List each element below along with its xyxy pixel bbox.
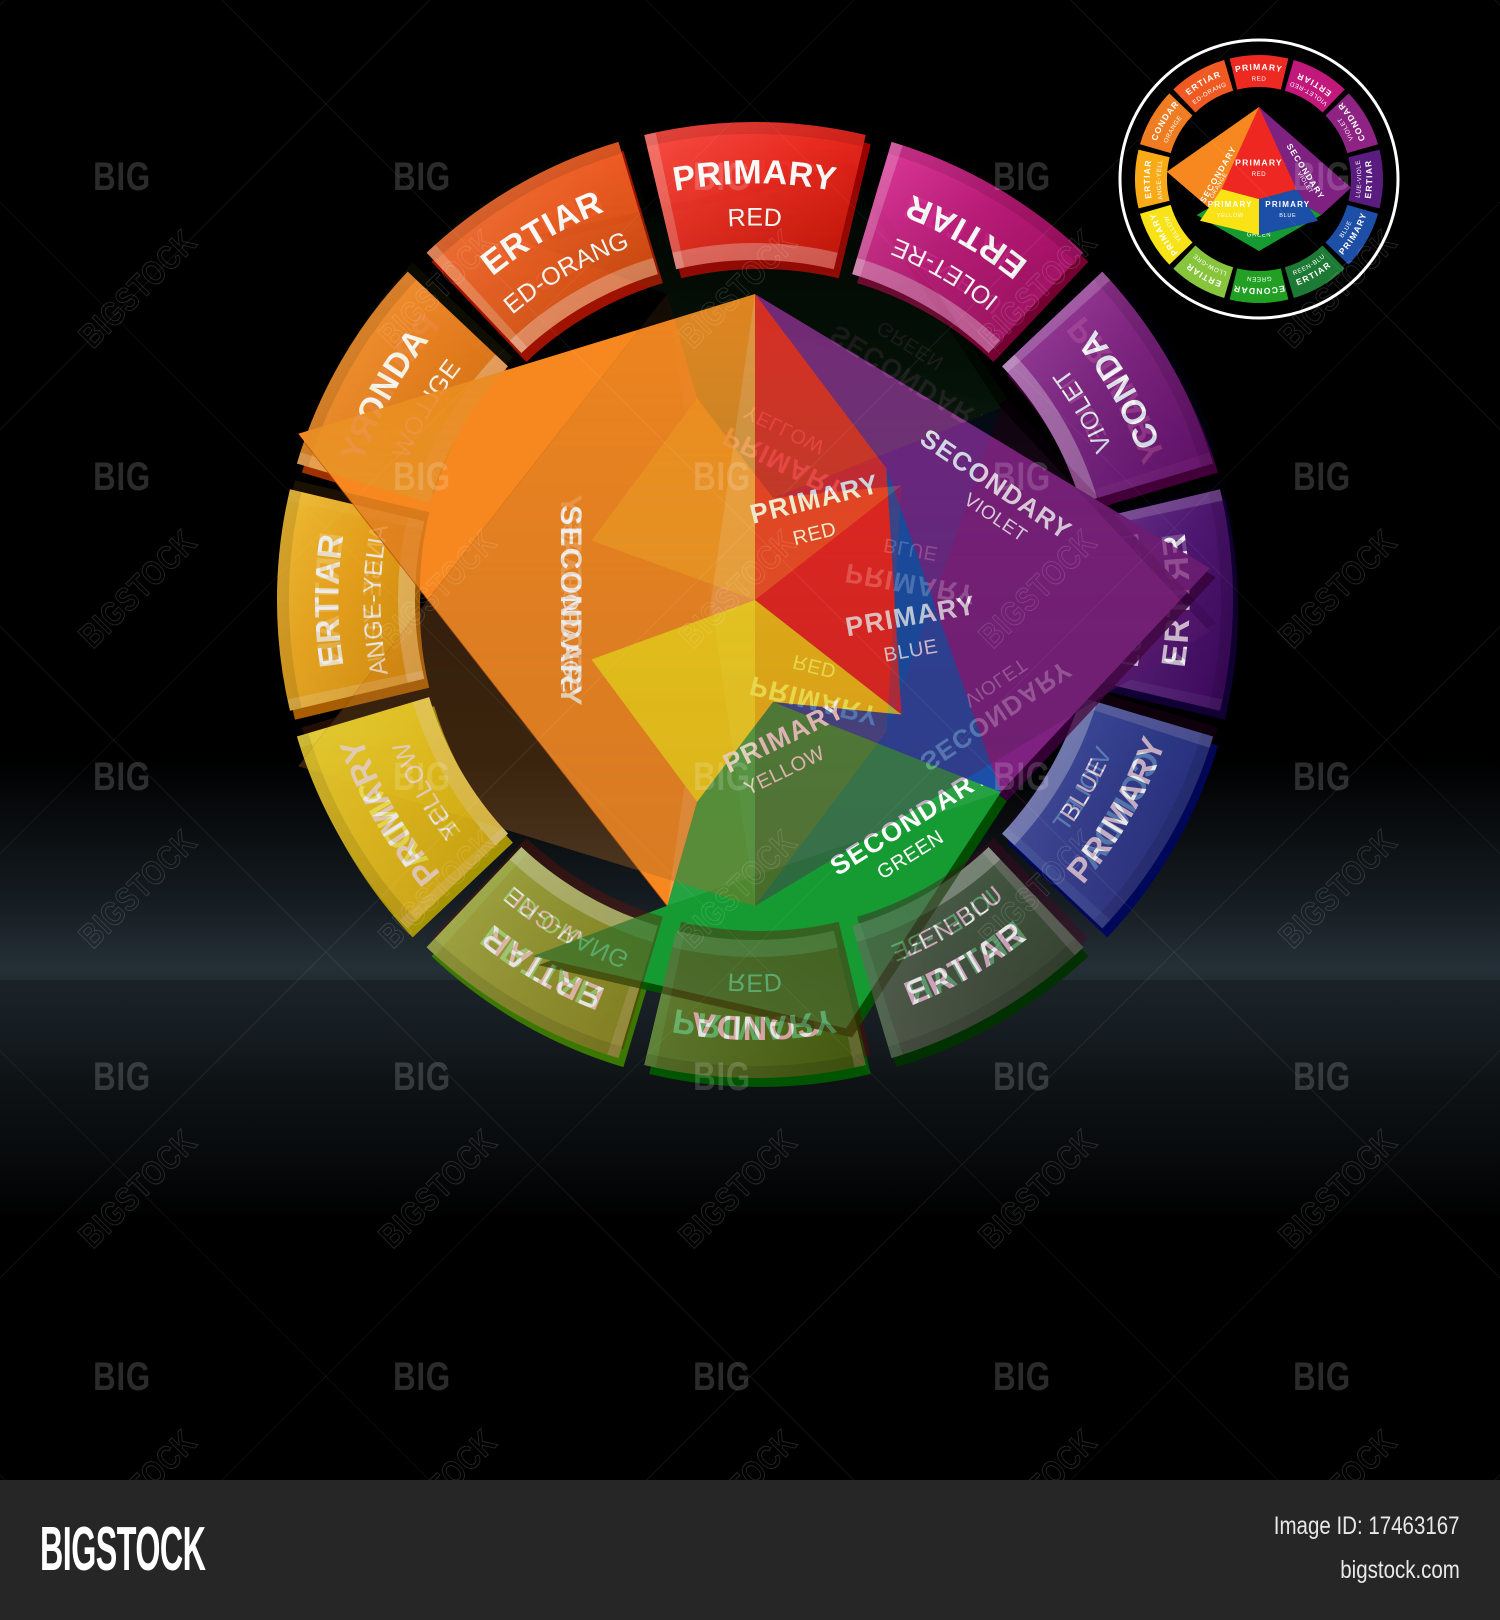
mini-core-name: RED <box>1252 172 1267 178</box>
mini-core-name: YELLOW <box>1217 213 1244 219</box>
mini-ring-segment-label: RED <box>1251 75 1266 82</box>
mini-core-tier: PRIMARY <box>1208 200 1253 209</box>
image-id-label: Image ID: 17463167 <box>1274 1512 1460 1540</box>
mini-core-name: BLUE <box>1279 213 1296 219</box>
ring-segment-label: RED <box>727 203 783 232</box>
mini-core-yellow[interactable]: PRIMARY YELLOW <box>1199 189 1259 236</box>
bigstock-logo: BIGSTOCK <box>40 1515 206 1584</box>
mini-ring-segment-label: PRIMARY <box>1234 62 1284 74</box>
mini-core-name: GREEN <box>1247 232 1271 238</box>
mini-ring-segment-label: GREEN <box>1246 275 1272 283</box>
mini-wheel-svg: PRIMARYREDTERTIARYVIOLET-REDSECONDARYVIO… <box>1105 22 1400 320</box>
ring-segment[interactable]: TERTIARYVIOLET-RED <box>238 74 1089 362</box>
bigstock-url-label: bigstock.com <box>1340 1556 1460 1584</box>
footer-bar: BIGSTOCK Image ID: 17463167 bigstock.com <box>0 1480 1500 1620</box>
mini-core-red[interactable]: PRIMARY RED <box>1221 107 1297 200</box>
mini-core-tier: PRIMARY <box>1265 200 1310 209</box>
mini-core-blue[interactable]: PRIMARY BLUE <box>1259 189 1319 236</box>
mini-core-tier: PRIMARY <box>1235 157 1283 167</box>
mini-color-wheel: PRIMARYREDTERTIARYVIOLET-REDSECONDARYVIO… <box>1105 22 1410 330</box>
core-segment-name: ORANGE <box>558 594 583 693</box>
